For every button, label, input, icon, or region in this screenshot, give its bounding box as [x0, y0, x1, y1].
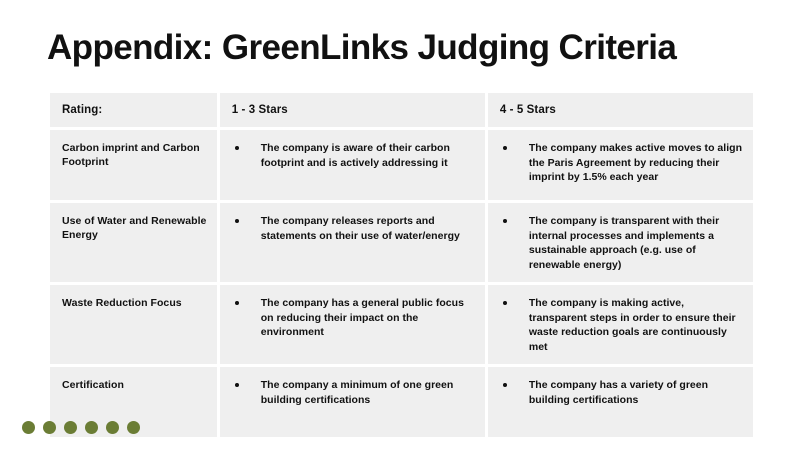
decorative-dot-icon	[64, 421, 77, 434]
header-cell-low-band: 1 - 3 Stars	[219, 93, 485, 127]
bullet-icon	[502, 219, 507, 223]
list-item: The company releases reports and stateme…	[220, 203, 485, 253]
header-cell-high-band: 4 - 5 Stars	[487, 93, 753, 127]
table-row: Waste Reduction Focus The company has a …	[50, 285, 753, 364]
list-item: The company is aware of their carbon foo…	[220, 130, 485, 180]
table-row: Use of Water and Renewable Energy The co…	[50, 203, 753, 282]
criterion-cell: Use of Water and Renewable Energy	[50, 203, 217, 282]
bullet-icon	[234, 219, 239, 223]
list-item: The company is transparent with their in…	[488, 203, 753, 282]
criterion-label: Use of Water and Renewable Energy	[62, 215, 207, 241]
high-band-cell: The company is transparent with their in…	[487, 203, 753, 282]
decorative-dot-icon	[43, 421, 56, 434]
list-item: The company has a general public focus o…	[220, 285, 485, 350]
high-band-cell: The company makes active moves to align …	[487, 130, 753, 200]
page-title: Appendix: GreenLinks Judging Criteria	[47, 28, 677, 67]
criterion-label: Carbon imprint and Carbon Footprint	[62, 142, 200, 168]
bullet-icon	[234, 301, 239, 305]
header-label-rating: Rating:	[62, 104, 103, 116]
decorative-dot-icon	[106, 421, 119, 434]
criterion-cell: Waste Reduction Focus	[50, 285, 217, 364]
bullet-text: The company makes active moves to align …	[528, 142, 743, 183]
table-row: Carbon imprint and Carbon Footprint The …	[50, 130, 753, 200]
bullet-text: The company releases reports and stateme…	[260, 215, 460, 242]
decorative-dot-strip	[22, 421, 140, 434]
bullet-icon	[502, 301, 507, 305]
bullet-text: The company a minimum of one green build…	[260, 379, 454, 406]
bullet-text: The company is aware of their carbon foo…	[260, 142, 450, 169]
low-band-cell: The company is aware of their carbon foo…	[219, 130, 485, 200]
judging-criteria-table: Rating: 1 - 3 Stars 4 - 5 Stars Carbon i…	[47, 90, 756, 440]
decorative-dot-icon	[85, 421, 98, 434]
header-cell-rating: Rating:	[50, 93, 217, 127]
list-item: The company a minimum of one green build…	[220, 367, 485, 417]
table-row: Certification The company a minimum of o…	[50, 367, 753, 437]
bullet-icon	[234, 146, 239, 150]
low-band-cell: The company has a general public focus o…	[219, 285, 485, 364]
list-item: The company is making active, transparen…	[488, 285, 753, 364]
decorative-dot-icon	[22, 421, 35, 434]
high-band-cell: The company is making active, transparen…	[487, 285, 753, 364]
criterion-label: Certification	[62, 379, 124, 391]
list-item: The company makes active moves to align …	[488, 130, 753, 195]
bullet-text: The company has a variety of green build…	[528, 379, 709, 406]
bullet-text: The company is making active, transparen…	[528, 297, 736, 353]
bullet-icon	[234, 383, 239, 387]
header-label-low-band: 1 - 3 Stars	[231, 104, 288, 116]
bullet-text: The company is transparent with their in…	[528, 215, 720, 271]
decorative-dot-icon	[127, 421, 140, 434]
list-item: The company has a variety of green build…	[488, 367, 753, 417]
table-header-row: Rating: 1 - 3 Stars 4 - 5 Stars	[50, 93, 753, 127]
bullet-text: The company has a general public focus o…	[260, 297, 464, 338]
criterion-cell: Carbon imprint and Carbon Footprint	[50, 130, 217, 200]
low-band-cell: The company releases reports and stateme…	[219, 203, 485, 282]
bullet-icon	[502, 146, 507, 150]
high-band-cell: The company has a variety of green build…	[487, 367, 753, 437]
criterion-label: Waste Reduction Focus	[62, 297, 182, 309]
low-band-cell: The company a minimum of one green build…	[219, 367, 485, 437]
header-label-high-band: 4 - 5 Stars	[499, 104, 556, 116]
bullet-icon	[502, 383, 507, 387]
